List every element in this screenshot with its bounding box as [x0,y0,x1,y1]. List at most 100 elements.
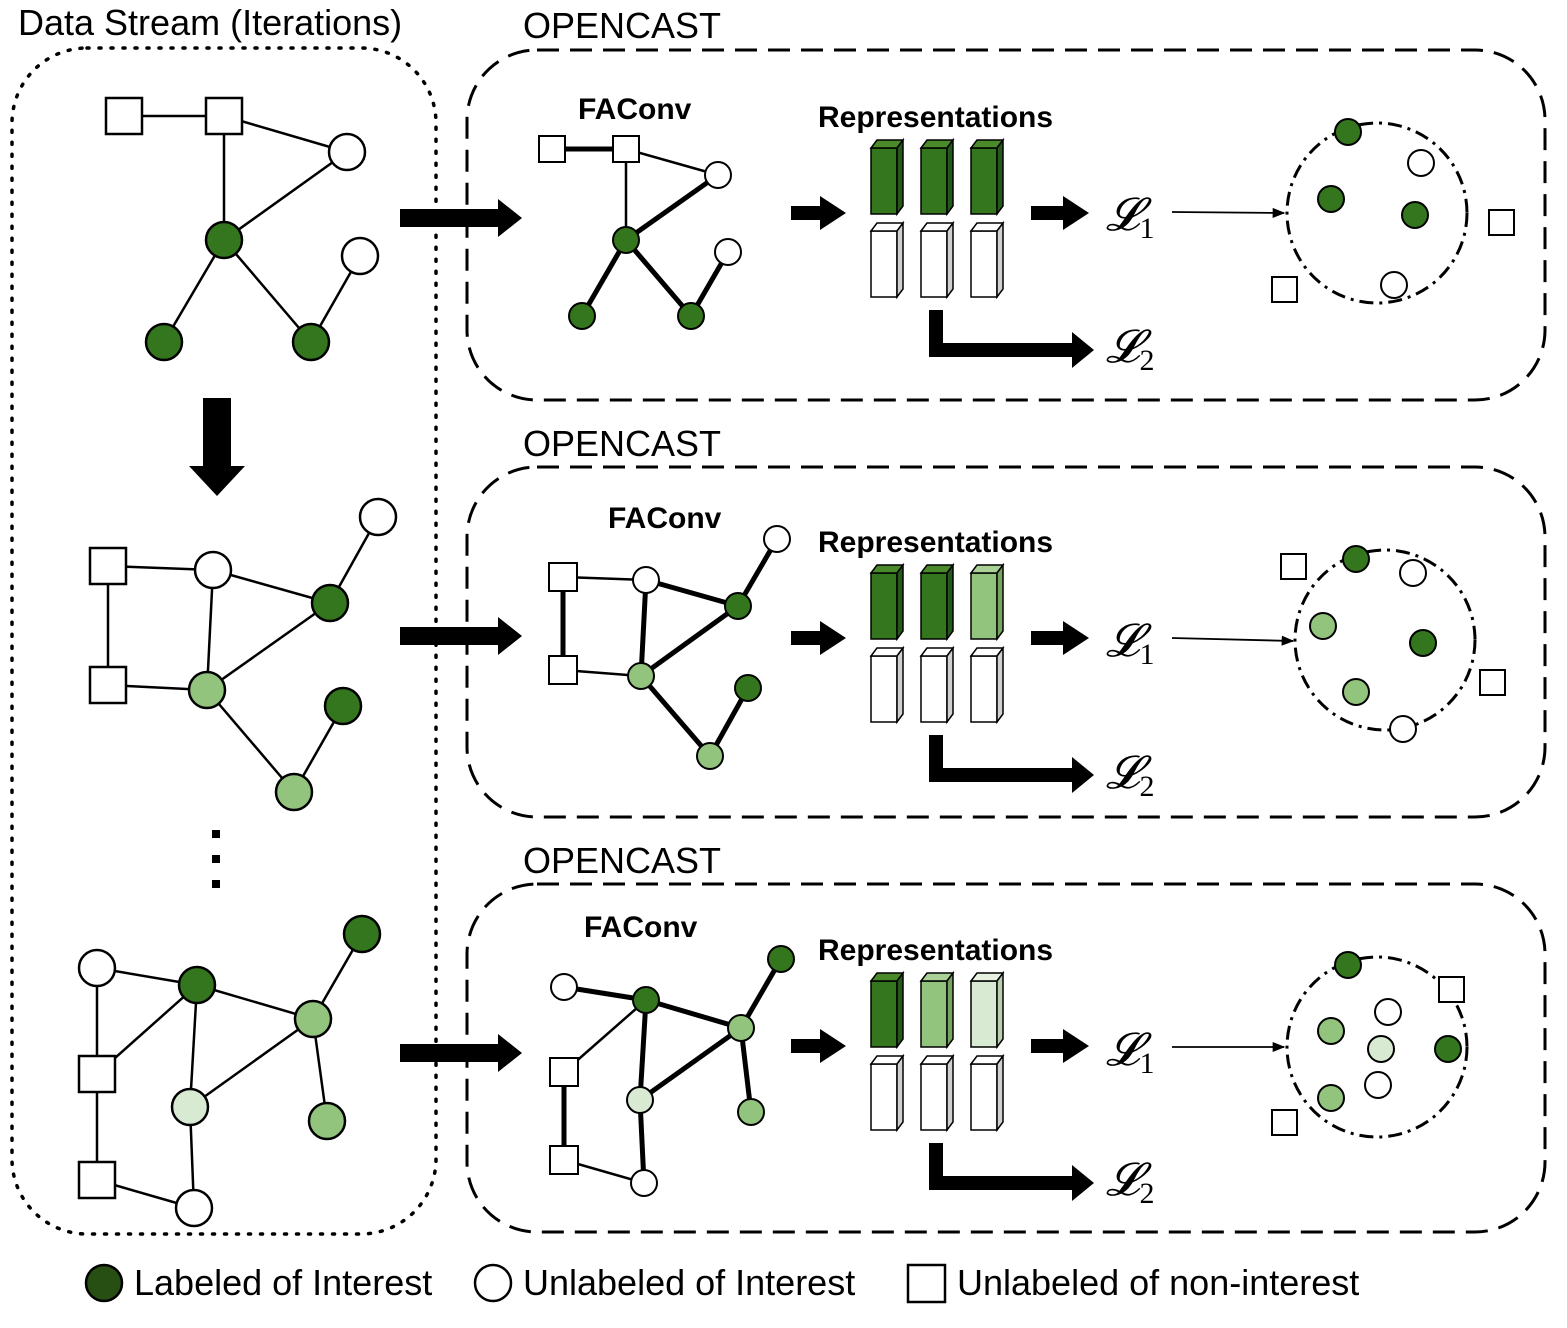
legend: Labeled of Interest Unlabeled of Interes… [84,1262,1359,1304]
node-mid-green [696,742,724,770]
node-dark-green [1317,185,1345,213]
repr-bar [870,147,898,215]
node-square [88,546,128,586]
loss1-label: 𝓛1 [1106,615,1154,671]
stream-to-panel-arrow-2 [400,617,522,655]
repr-bar [920,230,948,298]
node-square [549,1145,579,1175]
repr-bar [870,572,898,640]
representations-label: Representations [818,934,1053,967]
node-white [630,1169,658,1197]
legend-labeled-swatch [84,1263,124,1303]
node-light-green [170,1087,210,1127]
panel-border [465,882,1547,1234]
node-dark-green [1434,1035,1462,1063]
node-dark-green [767,945,795,973]
node-square [1479,669,1506,696]
down-arrow [189,398,245,496]
node-square [1488,209,1515,236]
representations-label: Representations [818,526,1053,559]
stream-graph-3 [77,914,382,1228]
node-mid-green [1309,612,1337,640]
stream-to-panel-arrow-1 [400,199,522,237]
node-dark-green [677,302,705,330]
node-dark-green [734,674,762,702]
faconv-graph [548,525,791,770]
node-dark-green [724,592,752,620]
panel-border [465,48,1547,402]
node-square [549,1057,579,1087]
node-white [550,973,578,1001]
node-mid-green [1317,1084,1345,1112]
repr-bar [920,147,948,215]
to-representations-arrow [791,196,846,230]
faconv-label: FAConv [578,93,692,126]
to-representations-arrow [791,1029,846,1063]
to-loss1-arrow [1031,621,1089,655]
node-white [763,525,791,553]
node-light-green [1367,1035,1395,1063]
node-square [612,135,640,163]
loss-subscript: 1 [1139,1047,1154,1080]
node-white [1399,559,1427,587]
repr-bar [920,655,948,723]
legend-unlabeled-swatch [473,1263,513,1303]
opencast-panel-1: OPENCAST FAConv Representations [465,5,1547,402]
node-dark-green [310,583,350,623]
node-square [548,655,578,685]
repr-bar [920,980,948,1048]
stream-graph-2 [88,497,398,812]
faconv-label: FAConv [608,502,722,535]
repr-bar [970,1063,998,1131]
node-white [340,236,380,276]
node-white [632,566,660,594]
node-dark-green [1409,629,1437,657]
embedding-boundary [1285,121,1469,305]
legend-non-interest-swatch [906,1263,947,1304]
representation-bars [869,137,1005,300]
repr-bar [970,980,998,1048]
loss2-label: 𝓛2 [1106,321,1154,377]
loss1-label: 𝓛1 [1106,189,1154,245]
embedding-nodes [1280,545,1506,743]
repr-bar [870,980,898,1048]
node-light-green [626,1086,654,1114]
repr-bar [920,1063,948,1131]
loss2-label: 𝓛2 [1106,747,1154,803]
legend-labeled-text: Labeled of Interest [134,1262,432,1303]
representation-bars [869,970,1005,1133]
loss1-pointer [1171,207,1286,218]
node-dark-green [1342,545,1370,573]
node-mid-green [1342,678,1370,706]
node-white [358,497,398,537]
node-dark-green [144,322,184,362]
node-mid-green [187,670,227,710]
node-square [104,96,144,136]
node-square [204,96,244,136]
node-square [548,562,578,592]
node-square [77,1160,117,1200]
repr-bar [920,572,948,640]
node-mid-green [1317,1017,1345,1045]
node-mid-green [627,662,655,690]
node-white [1407,149,1435,177]
legend-unlabeled-text: Unlabeled of Interest [523,1262,855,1303]
stream-ellipsis [212,830,220,888]
to-loss1-arrow [1031,1029,1089,1063]
node-dark-green [204,220,244,260]
node-square [77,1054,117,1094]
repr-bar [870,1063,898,1131]
node-white [1380,271,1408,299]
opencast-panel-3: OPENCAST FAConv Representations [465,840,1547,1234]
node-square [1280,553,1307,580]
repr-bar [870,230,898,298]
data-stream-container [10,46,438,1236]
to-loss2-arrow [929,310,1094,368]
node-square [1271,276,1298,303]
embedding-boundary [1285,955,1469,1139]
node-dark-green [1334,951,1362,979]
node-mid-green [737,1098,765,1126]
node-dark-green [342,914,382,954]
panel-title: OPENCAST [523,423,721,464]
node-dark-green [612,226,640,254]
